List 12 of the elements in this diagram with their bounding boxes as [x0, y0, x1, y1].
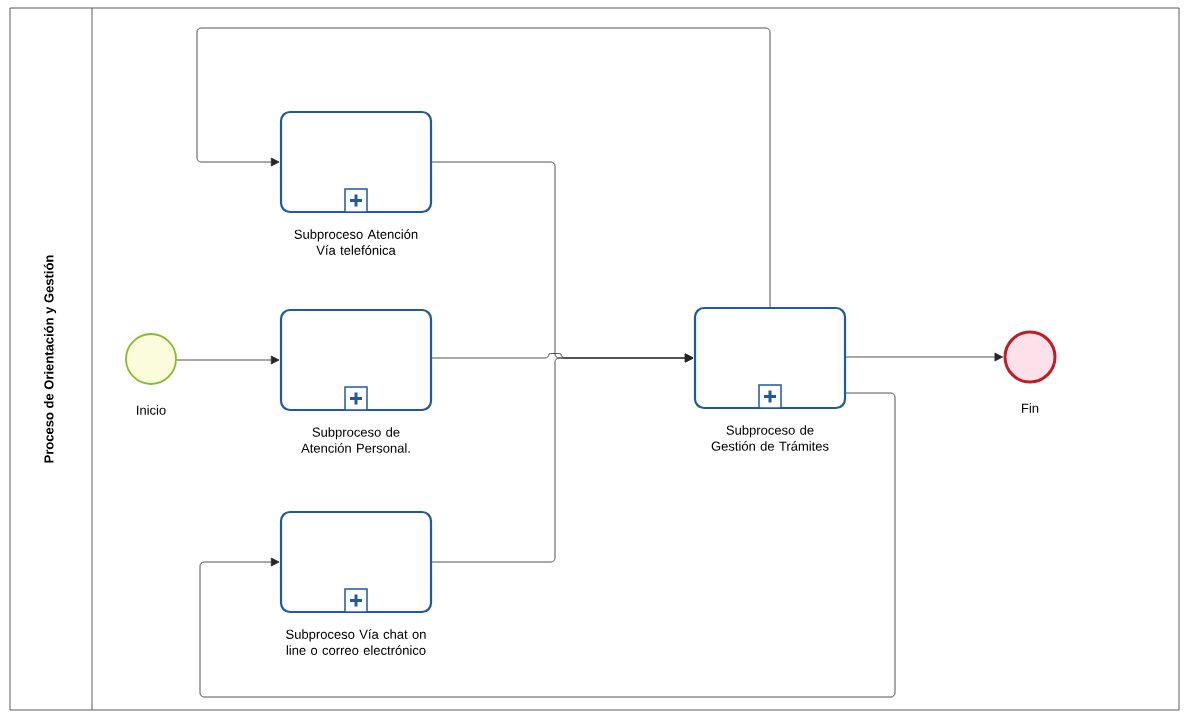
- arrow: [176, 355, 280, 365]
- subprocess-label: Subproceso Vía chat on line o correo electrónico: [286, 629, 426, 655]
- event-label: Inicio: [137, 405, 166, 415]
- arrow: [845, 352, 1003, 362]
- subprocess-label: Subproceso de Atención Personal.: [301, 427, 410, 453]
- subprocess-label: Subproceso Atención Vía telefónica: [294, 229, 418, 255]
- subprocess-label: Subproceso de Gestión de Trámites: [711, 425, 829, 451]
- event-label: Fin: [1022, 403, 1039, 413]
- arrow: [199, 392, 896, 698]
- arrow: [431, 353, 694, 563]
- arrow: [196, 27, 771, 308]
- lane-title: Proceso de Orientación y Gestión: [43, 255, 57, 463]
